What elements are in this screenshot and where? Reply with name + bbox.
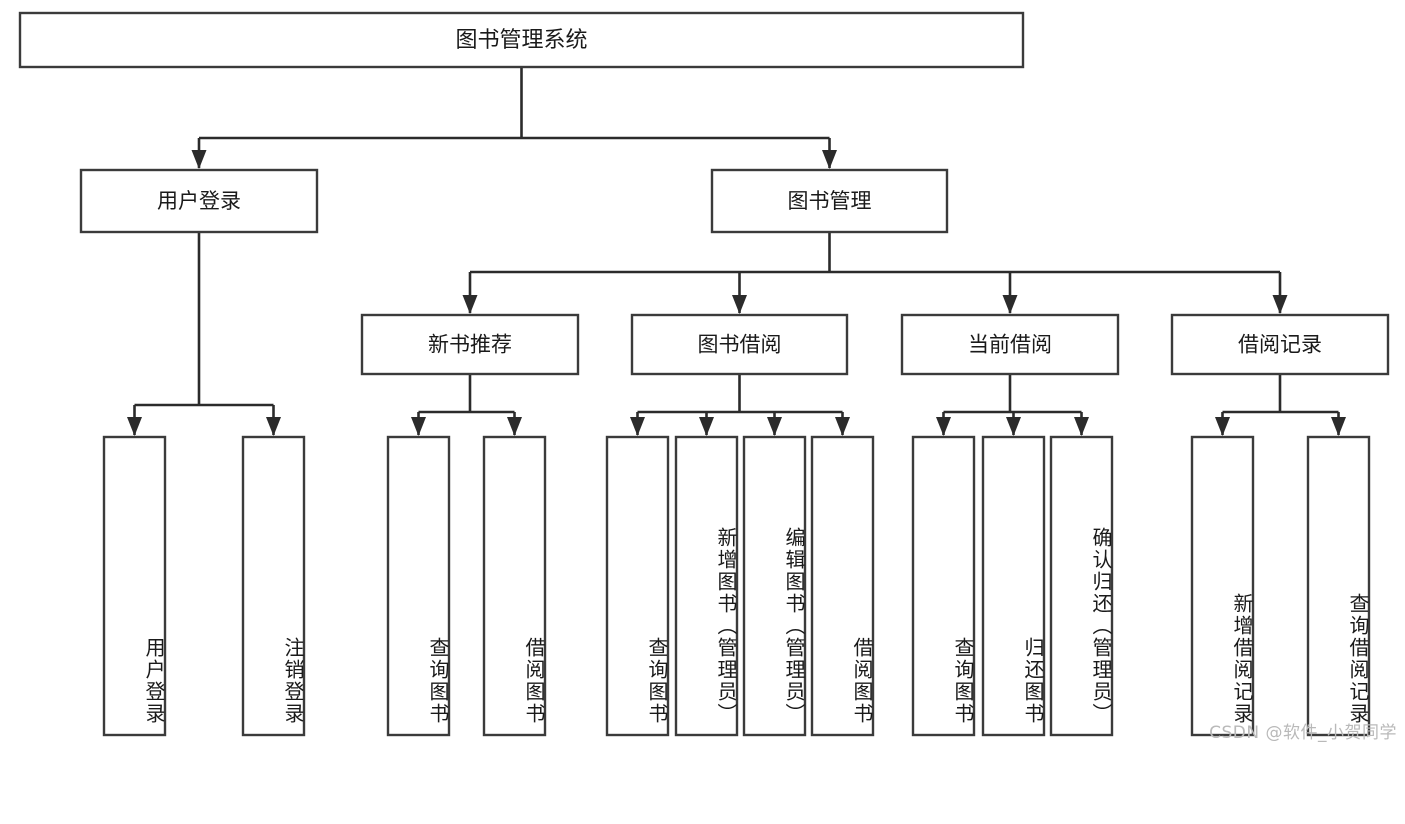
node-root[interactable]: [18, 11, 1025, 69]
node-leaf-confirm-return[interactable]: [1049, 435, 1114, 737]
node-current-borrow-label: 当前借阅: [968, 333, 1052, 357]
arrow-head-icon: [462, 295, 478, 314]
node-leaf-borrow-book-2[interactable]: [810, 435, 875, 737]
arrow-head-icon: [191, 150, 207, 169]
node-leaf-query-book-1[interactable]: [386, 435, 451, 737]
arrow-head-icon: [411, 417, 426, 436]
arrow-head-icon: [266, 417, 281, 436]
node-new-book-rec-label: 新书推荐: [428, 333, 512, 357]
arrow-head-icon: [1215, 417, 1230, 436]
node-current-borrow[interactable]: [900, 313, 1120, 376]
node-leaf-borrow-book-1[interactable]: [482, 435, 547, 737]
node-book-manage[interactable]: [710, 168, 949, 234]
node-borrow-record-label: 借阅记录: [1238, 333, 1322, 357]
node-leaf-add-book[interactable]: [674, 435, 739, 737]
node-leaf-user-login[interactable]: [102, 435, 167, 737]
node-leaf-query-record[interactable]: [1306, 435, 1371, 737]
arrow-head-icon: [127, 417, 142, 436]
node-leaf-user-logout[interactable]: [241, 435, 306, 737]
arrow-head-icon: [835, 417, 850, 436]
node-book-borrow[interactable]: [630, 313, 849, 376]
arrow-head-icon: [732, 295, 747, 314]
node-leaf-add-record[interactable]: [1190, 435, 1255, 737]
connectors-layer: [127, 67, 1346, 436]
node-root-label: 图书管理系统: [455, 28, 587, 53]
node-user-login[interactable]: [79, 168, 319, 234]
node-new-book-rec[interactable]: [360, 313, 580, 376]
node-boxes-layer: [18, 11, 1390, 737]
arrow-head-icon: [699, 417, 714, 436]
node-book-manage-label: 图书管理: [788, 189, 872, 213]
arrow-head-icon: [936, 417, 951, 436]
arrow-head-icon: [767, 417, 782, 436]
arrow-head-icon: [507, 417, 522, 436]
node-leaf-return-book[interactable]: [981, 435, 1046, 737]
arrow-head-icon: [1074, 417, 1089, 436]
node-leaf-query-book-3[interactable]: [911, 435, 976, 737]
node-user-login-label: 用户登录: [157, 189, 241, 213]
arrow-head-icon: [1331, 417, 1346, 436]
node-leaf-query-book-2[interactable]: [605, 435, 670, 737]
arrow-head-icon: [630, 417, 645, 436]
node-borrow-record[interactable]: [1170, 313, 1390, 376]
arrow-head-icon: [1272, 295, 1288, 314]
arrow-head-icon: [1006, 417, 1021, 436]
node-book-borrow-label: 图书借阅: [698, 333, 782, 357]
arrow-head-icon: [822, 150, 837, 169]
watermark-text: CSDN @软件_小贺同学: [1209, 723, 1397, 743]
node-leaf-edit-book[interactable]: [742, 435, 807, 737]
diagram-canvas-root: 图书管理系统用户登录图书管理新书推荐图书借阅当前借阅借阅记录 用户登录注销登录查…: [18, 11, 1397, 743]
arrow-head-icon: [1002, 295, 1018, 314]
